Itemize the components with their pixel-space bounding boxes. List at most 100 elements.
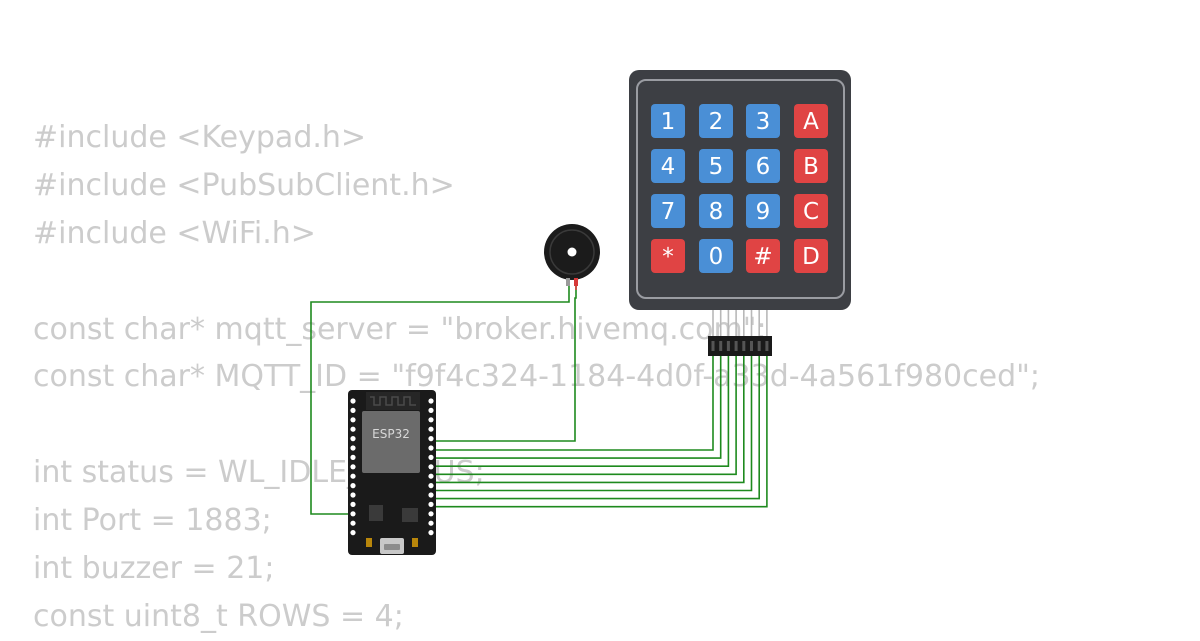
wire-keypad-pin[interactable] — [434, 356, 768, 508]
keypad-key[interactable] — [746, 104, 780, 138]
wire-keypad-pin[interactable] — [434, 356, 722, 459]
keypad-key[interactable] — [794, 149, 828, 183]
wire-keypad-pin[interactable] — [434, 356, 737, 476]
keypad-key[interactable] — [746, 239, 780, 273]
esp32-pin-right[interactable] — [428, 464, 434, 470]
code-line: #include <Keypad.h> — [33, 120, 367, 155]
esp32-pin-left[interactable] — [350, 407, 356, 413]
keypad-key-label: * — [662, 244, 674, 270]
keypad-header-pin — [750, 341, 753, 351]
buzzer[interactable] — [544, 224, 600, 286]
keypad-key-label: 8 — [709, 199, 724, 225]
keypad-key-label: C — [803, 199, 819, 225]
keypad-key-label: 4 — [661, 154, 676, 180]
keypad-header-pin — [742, 341, 746, 351]
esp32-chip-label: ESP32 — [372, 427, 410, 441]
keypad-key-label: D — [802, 244, 820, 270]
wire-keypad-pin[interactable] — [434, 356, 730, 467]
keypad-header-pin — [765, 341, 769, 351]
esp32-pin-left[interactable] — [350, 454, 356, 460]
esp32-pin-left[interactable] — [350, 530, 356, 536]
keypad-header — [708, 336, 772, 356]
keypad-header-pin — [734, 341, 738, 351]
keypad-key[interactable] — [699, 194, 733, 228]
keypad-header-pin — [757, 341, 761, 351]
esp32-pin-left[interactable] — [350, 473, 356, 479]
esp32-usb-chip — [402, 508, 418, 522]
esp32-pin-right[interactable] — [428, 445, 434, 451]
keypad-key-label: 9 — [756, 199, 771, 225]
code-line: int Port = 1883; — [33, 503, 272, 539]
esp32-devkit[interactable]: ESP32 — [348, 390, 436, 555]
esp32-pin-left[interactable] — [350, 511, 356, 517]
esp32-pin-right[interactable] — [428, 436, 434, 442]
wire-buzzer-signal[interactable] — [434, 284, 577, 442]
keypad-key-label: # — [753, 244, 772, 270]
buzzer-hole — [567, 247, 577, 257]
esp32-pin-left[interactable] — [350, 417, 356, 423]
esp32-pin-right[interactable] — [428, 473, 434, 479]
esp32-pin-right[interactable] — [428, 511, 434, 517]
wire-keypad-pin[interactable] — [434, 356, 753, 492]
wire-keypad-pin[interactable] — [434, 356, 745, 484]
keypad-key-label: 5 — [709, 154, 724, 180]
esp32-pin-left[interactable] — [350, 492, 356, 498]
buzzer-rim — [549, 229, 595, 275]
esp32-pins — [350, 398, 434, 536]
esp32-pin-right[interactable] — [428, 407, 434, 413]
keypad-header-pin — [719, 341, 723, 351]
esp32-pin-left[interactable] — [350, 464, 356, 470]
esp32-pin-right[interactable] — [428, 398, 434, 404]
buzzer-pin-neg — [566, 278, 570, 286]
esp32-pin-right[interactable] — [428, 426, 434, 432]
keypad-key[interactable] — [651, 239, 685, 273]
keypad-key[interactable] — [746, 149, 780, 183]
keypad-key[interactable] — [794, 239, 828, 273]
wire-keypad-pin[interactable] — [434, 356, 714, 451]
esp32-pin-right[interactable] — [428, 417, 434, 423]
keypad-key[interactable] — [794, 104, 828, 138]
esp32-pin-right[interactable] — [428, 501, 434, 507]
code-line: int buzzer = 21; — [33, 551, 275, 587]
keypad-header-pin — [726, 341, 730, 351]
esp32-pin-right[interactable] — [428, 530, 434, 536]
esp32-pin-right[interactable] — [428, 454, 434, 460]
keypad-frame — [636, 79, 845, 299]
wires — [310, 278, 768, 515]
esp32-pin-left[interactable] — [350, 398, 356, 404]
esp32-button-right — [412, 538, 418, 547]
esp32-pin-left[interactable] — [350, 436, 356, 442]
code-line: const uint8_t ROWS = 4; — [33, 598, 404, 634]
esp32-pin-left[interactable] — [350, 483, 356, 489]
esp32-pin-right[interactable] — [428, 520, 434, 526]
keypad-key-label: 6 — [756, 154, 771, 180]
esp32-pin-right[interactable] — [428, 492, 434, 498]
keypad-wires — [434, 356, 768, 508]
keypad-key[interactable] — [651, 104, 685, 138]
esp32-chip-shield — [362, 411, 420, 473]
keypad-key-label: A — [803, 109, 819, 135]
keypad-key-label: 3 — [756, 109, 771, 135]
wire-keypad-pin[interactable] — [434, 356, 760, 500]
keypad-key[interactable] — [794, 194, 828, 228]
keypad-key[interactable] — [699, 239, 733, 273]
esp32-pin-left[interactable] — [350, 501, 356, 507]
keypad-key[interactable] — [699, 149, 733, 183]
esp32-button-left — [366, 538, 372, 547]
keypad-key[interactable] — [651, 149, 685, 183]
keypad-key[interactable] — [746, 194, 780, 228]
code-background: #include <Keypad.h>#include <PubSubClien… — [33, 114, 1040, 641]
keypad-key[interactable] — [699, 104, 733, 138]
keypad-key-label: 2 — [709, 109, 724, 135]
esp32-pin-left[interactable] — [350, 426, 356, 432]
esp32-pin-right[interactable] — [428, 483, 434, 489]
keypad-key[interactable] — [651, 194, 685, 228]
code-line: #include <WiFi.h> — [33, 215, 316, 251]
wire-buzzer-gnd[interactable] — [310, 284, 570, 515]
esp32-pin-left[interactable] — [350, 445, 356, 451]
keypad-key-label: B — [803, 154, 819, 180]
keypad-key-label: 7 — [661, 199, 676, 225]
esp32-pin-left[interactable] — [350, 520, 356, 526]
